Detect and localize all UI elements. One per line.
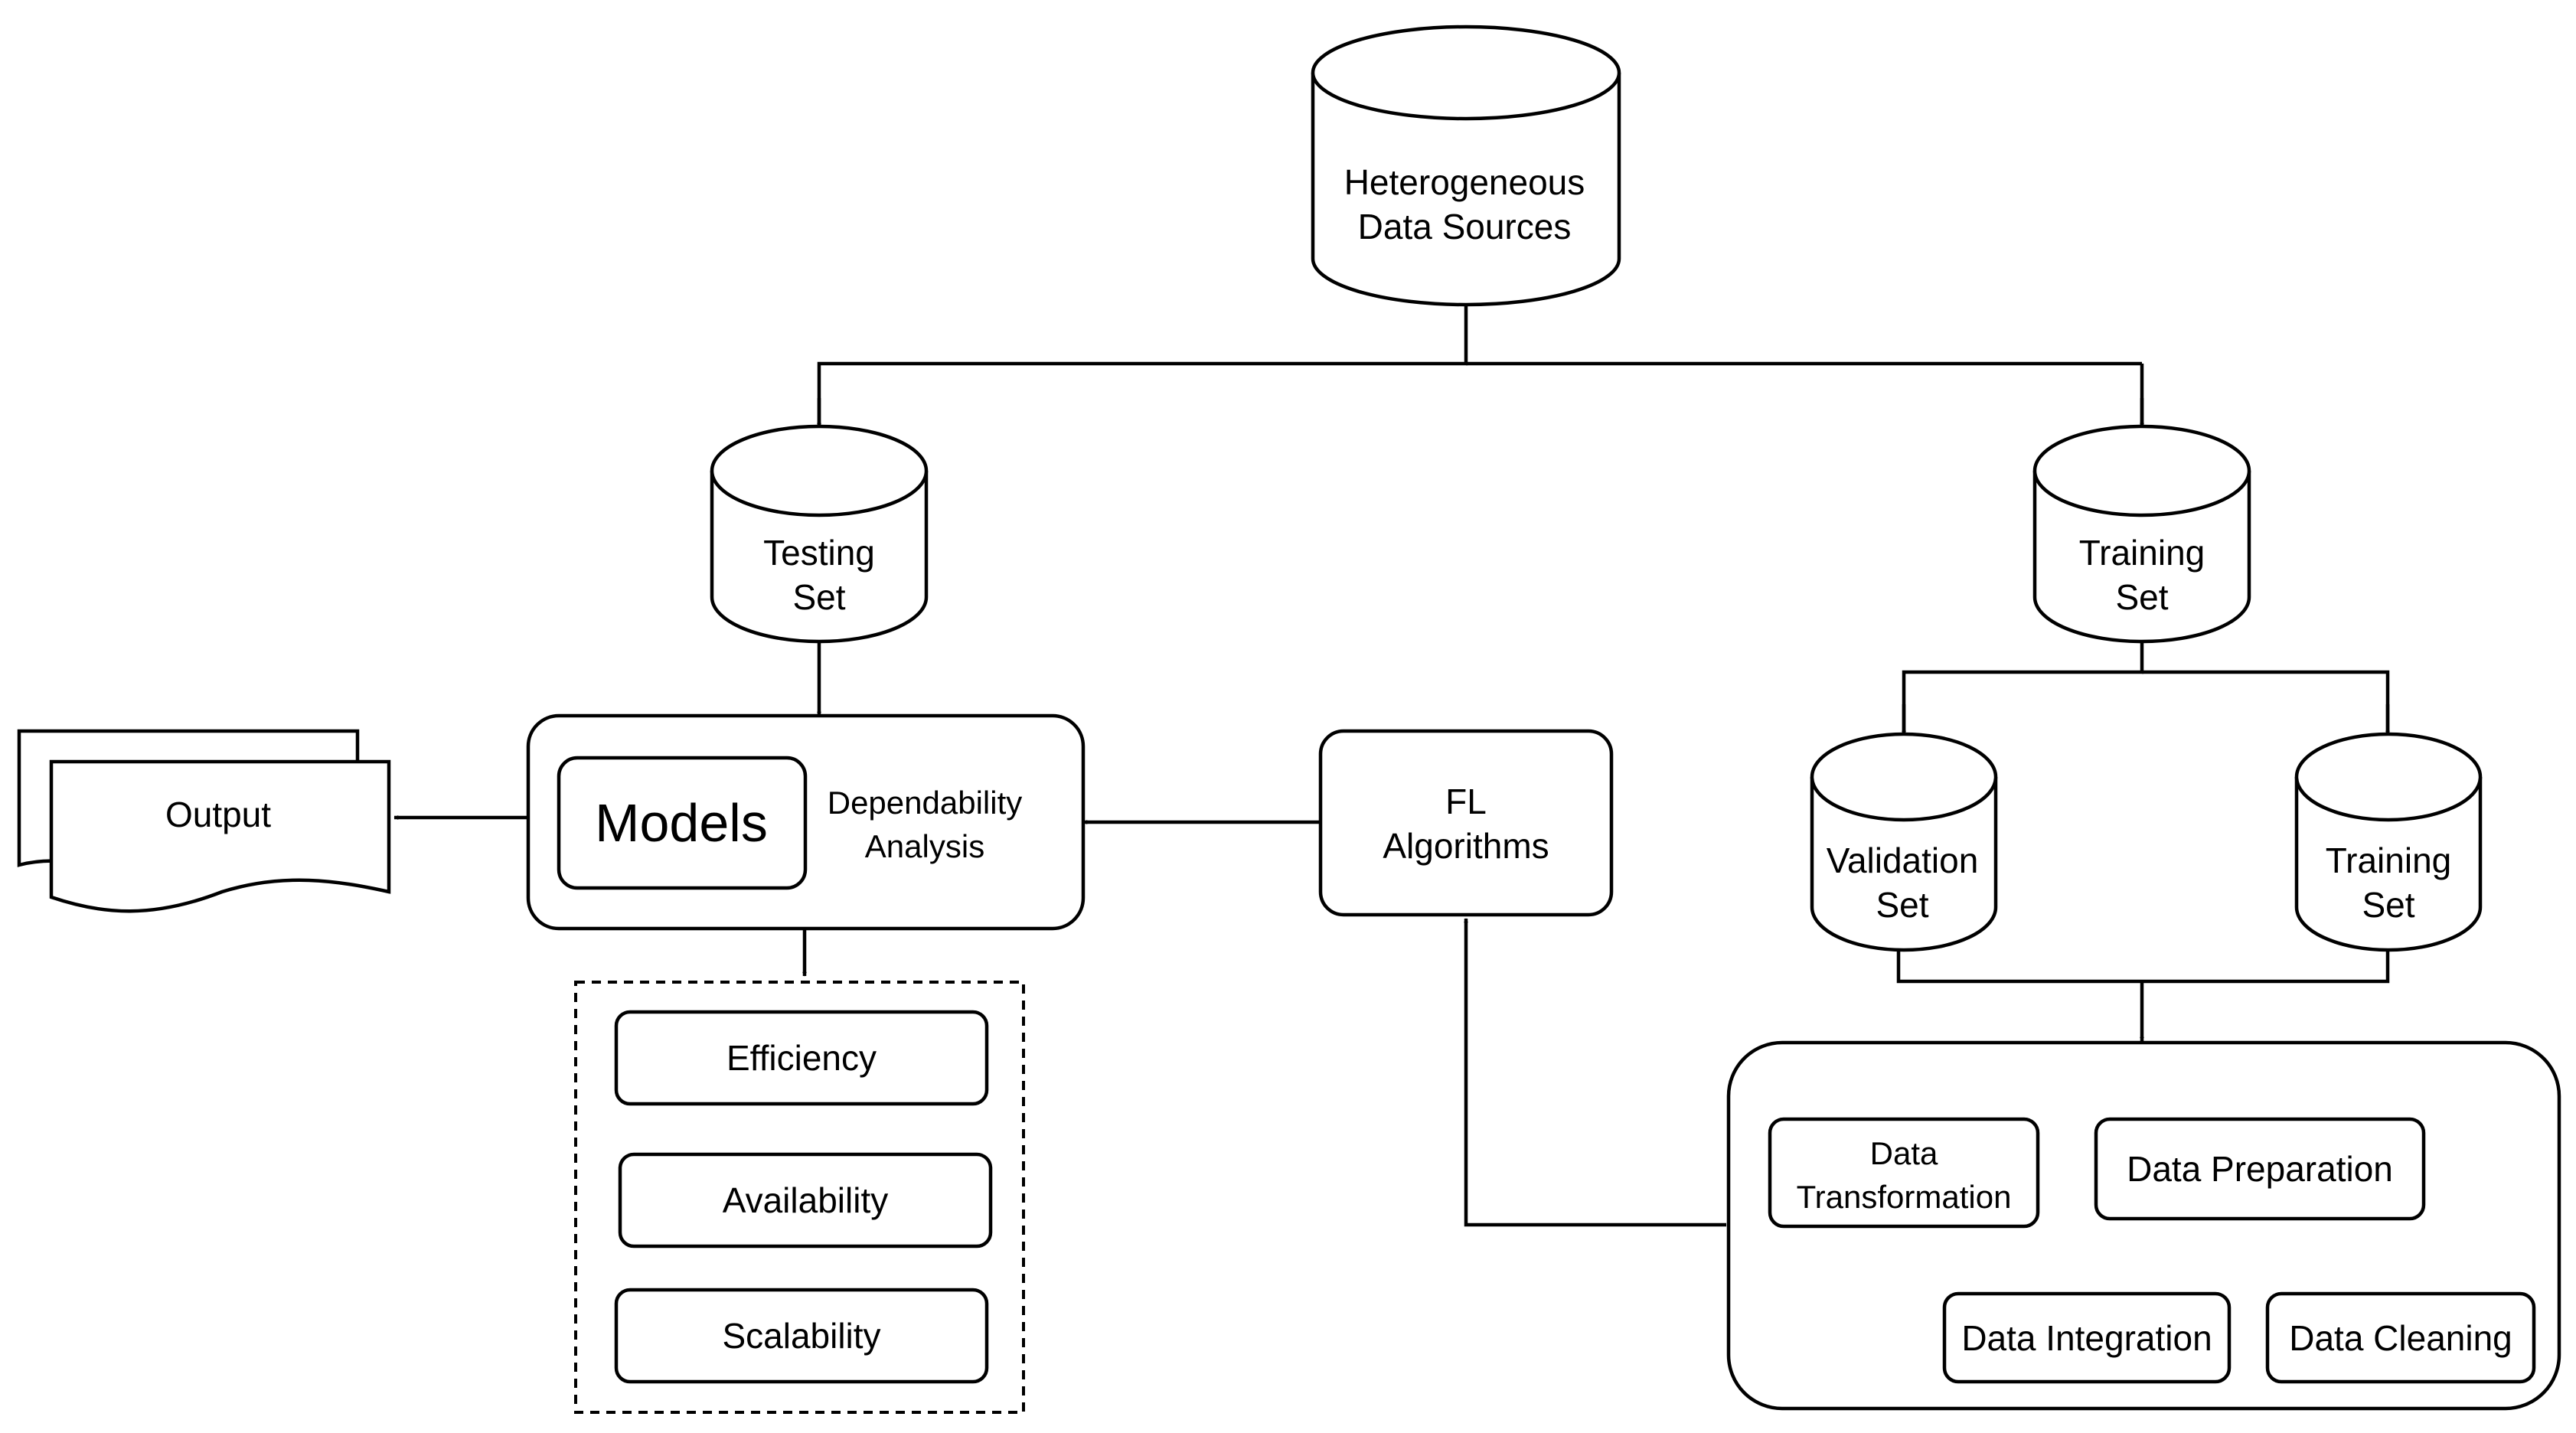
- testing-set-label-line2: Set: [792, 577, 845, 617]
- training-set-sub-node: Training Set: [2294, 732, 2483, 952]
- data-integration-box: [1942, 1291, 2232, 1384]
- edge-heterogeneous-to-split: [817, 305, 1468, 425]
- availability-box: [618, 1152, 993, 1249]
- data-cleaning-box: [2265, 1291, 2536, 1384]
- dependability-label-line1: Dependability: [828, 785, 1023, 821]
- edge-training-to-split: [1902, 641, 2144, 733]
- dependability-analysis-box: Models Dependability Analysis: [526, 713, 1086, 931]
- data-preparation-box: [2094, 1117, 2426, 1221]
- data-transformation-label-line1: Data: [1870, 1135, 1938, 1171]
- efficiency-label: Efficiency: [726, 1038, 877, 1078]
- heterogeneous-label-line1: Heterogeneous: [1344, 162, 1585, 202]
- output-label: Output: [165, 795, 271, 834]
- scalability-box: [614, 1288, 989, 1384]
- validation-set-node: Validation Set: [1810, 732, 1998, 952]
- models-label: Models: [595, 793, 768, 853]
- edge-training-to-split-right: [2142, 670, 2390, 733]
- heterogeneous-data-sources-node: Heterogeneous Data Sources: [1311, 24, 1621, 307]
- dependability-label-line2: Analysis: [865, 828, 984, 864]
- fl-algorithms-label-line1: FL: [1445, 782, 1487, 821]
- training-set-top-node: Training Set: [2032, 424, 2251, 644]
- validation-set-label-line2: Set: [1876, 885, 1928, 925]
- fl-algorithms-label-line2: Algorithms: [1383, 826, 1549, 866]
- testing-set-label-line1: Testing: [763, 533, 875, 573]
- data-cleaning-label: Data Cleaning: [2289, 1318, 2512, 1358]
- training-set-top-label-line2: Set: [2115, 577, 2168, 617]
- training-set-sub-label-line2: Set: [2362, 885, 2414, 925]
- edge-preprocessing-to-fl: [1464, 918, 1726, 1227]
- data-transformation-box: [1768, 1117, 2040, 1229]
- validation-set-label-line1: Validation: [1827, 841, 1979, 880]
- preprocessing-group: Data Transformation Data Preparation Dat…: [1726, 1040, 2561, 1411]
- efficiency-box: [614, 1010, 989, 1106]
- models-box: [557, 756, 808, 890]
- edge-subsets-to-preprocessing: [1896, 949, 2390, 984]
- heterogeneous-label-line2: Data Sources: [1358, 207, 1572, 246]
- output-node: Output: [17, 729, 391, 913]
- data-transformation-label-line2: Transformation: [1797, 1179, 2012, 1215]
- training-set-sub-label-line1: Training: [2326, 841, 2451, 880]
- fl-algorithms-node: FL Algorithms: [1318, 729, 1614, 917]
- scalability-label: Scalability: [722, 1316, 880, 1356]
- metrics-group: Efficiency Availability Scalability: [574, 981, 1025, 1414]
- availability-label: Availability: [723, 1180, 888, 1220]
- data-integration-label: Data Integration: [1961, 1318, 2212, 1358]
- testing-set-node: Testing Set: [710, 424, 929, 644]
- training-set-top-label-line1: Training: [2079, 533, 2205, 573]
- data-preparation-label: Data Preparation: [2127, 1149, 2393, 1189]
